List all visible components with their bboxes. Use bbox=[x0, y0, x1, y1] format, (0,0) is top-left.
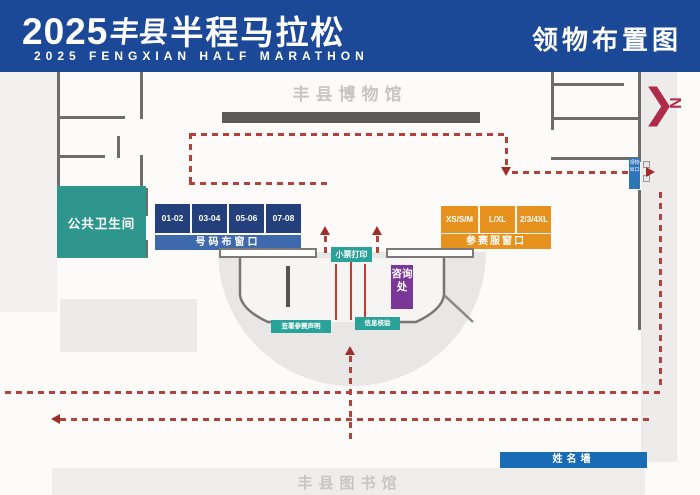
bib-slot-2: 03-04 bbox=[192, 204, 227, 233]
route-hall-entry-right bbox=[376, 236, 379, 258]
page-title: 领物布置图 bbox=[531, 25, 682, 55]
route-bottom-horizontal-2 bbox=[60, 418, 650, 421]
public-restroom: 公共卫生间 bbox=[57, 186, 146, 258]
apparel-window-bar: 参赛服窗口 bbox=[441, 234, 551, 249]
route-arrow-hall-right bbox=[372, 226, 382, 235]
plaza-zone-left bbox=[60, 299, 197, 352]
wall-left-h1 bbox=[57, 116, 125, 119]
wall-left-v3 bbox=[140, 155, 143, 188]
bib-slot-1: 01-02 bbox=[155, 204, 190, 233]
wall-right-v3 bbox=[638, 190, 641, 330]
bib-slot-3: 05-06 bbox=[229, 204, 264, 233]
route-entry-vertical bbox=[349, 356, 352, 440]
outside-zone-left bbox=[0, 72, 57, 312]
wall-left-v1 bbox=[140, 72, 143, 119]
pickup-exit-tag: 领物出口 bbox=[629, 158, 640, 189]
route-arrow-entry-up bbox=[345, 346, 355, 355]
route-exit-horizontal bbox=[512, 171, 630, 174]
route-arrow-right bbox=[646, 167, 655, 177]
logo-title: 半程马拉松 bbox=[170, 14, 346, 51]
size-box-3: 2/3/4XL bbox=[517, 206, 551, 233]
wall-right-h2 bbox=[551, 117, 641, 120]
info-verify-chip: 信息核验 bbox=[355, 317, 400, 330]
museum-label: 丰县博物馆 bbox=[292, 85, 408, 104]
consultation-desk: 咨询处 bbox=[391, 265, 413, 309]
name-wall-bar: 姓名墙 bbox=[500, 452, 647, 468]
logo-year: 2025 bbox=[22, 11, 109, 52]
logo-mark: 丰县 bbox=[108, 17, 170, 49]
route-top-horizontal bbox=[190, 133, 508, 136]
route-arrow-left bbox=[51, 414, 60, 424]
compass-north-letter: N bbox=[665, 97, 683, 109]
bib-slot-4: 07-08 bbox=[266, 204, 301, 233]
library-label: 丰县图书馆 bbox=[297, 475, 403, 492]
wall-restroom-right-a bbox=[145, 188, 148, 216]
route-arrow-hall-left bbox=[320, 226, 330, 235]
wall-left-v2 bbox=[117, 136, 120, 158]
event-subtitle-en: 2025 FENGXIAN HALF MARATHON bbox=[34, 49, 369, 63]
route-bottom-horizontal-1 bbox=[5, 391, 660, 394]
entrance-counter-left bbox=[219, 248, 317, 258]
wall-right-v1 bbox=[551, 72, 554, 130]
size-box-1: XS/S/M bbox=[441, 206, 478, 233]
header-banner: 2025丰县半程马拉松 2025 FENGXIAN HALF MARATHON … bbox=[0, 0, 700, 72]
library-building-band bbox=[52, 468, 645, 495]
museum-facade-bar bbox=[222, 112, 480, 123]
route-hall-entry-left bbox=[324, 236, 327, 258]
wall-restroom-right-b bbox=[145, 240, 148, 258]
route-mid-drop bbox=[505, 137, 508, 167]
receipt-print-chip: 小票打印 bbox=[331, 247, 372, 262]
route-right-vertical bbox=[659, 192, 662, 388]
route-inner-horizontal bbox=[189, 182, 331, 185]
queue-rail-right bbox=[364, 264, 366, 320]
route-left-vertical bbox=[189, 133, 192, 185]
queue-rail-left bbox=[335, 264, 337, 320]
compass-north-icon: ❯ bbox=[642, 82, 676, 126]
route-arrow-down bbox=[501, 167, 511, 176]
event-logo: 2025丰县半程马拉松 bbox=[22, 6, 345, 54]
wall-right-v2 bbox=[638, 72, 641, 162]
wall-right-h3 bbox=[551, 157, 641, 160]
sign-declaration-chip: 签署参赛声明 bbox=[271, 320, 331, 333]
queue-rail-center bbox=[350, 258, 352, 320]
entrance-counter-right bbox=[386, 248, 474, 258]
wall-left-h2 bbox=[57, 155, 105, 158]
wall-right-h1 bbox=[551, 83, 624, 86]
bib-window-bar: 号码布窗口 bbox=[155, 235, 301, 250]
size-box-2: L/XL bbox=[480, 206, 515, 233]
wall-left-outer bbox=[57, 72, 60, 186]
